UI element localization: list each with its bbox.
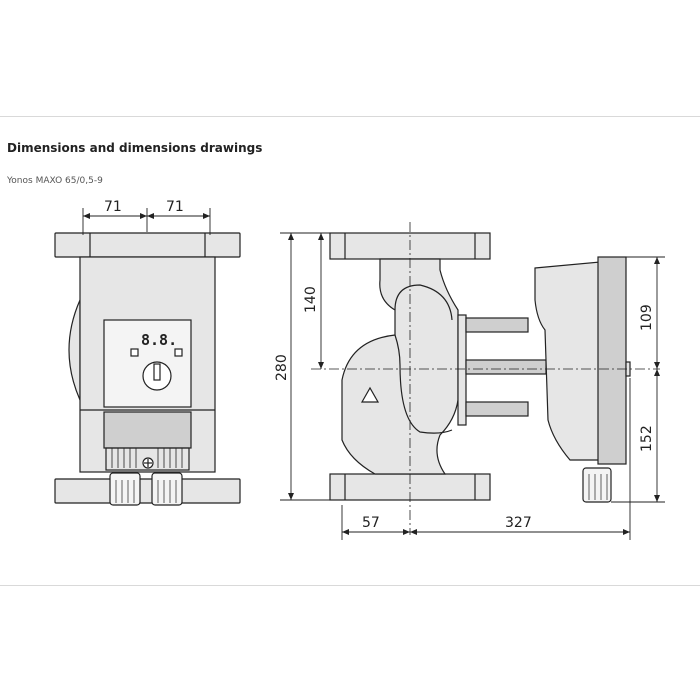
- bottom-divider: [0, 585, 700, 586]
- side-module-cover: [597, 256, 627, 465]
- top-divider: [0, 116, 700, 117]
- front-electronic-module: [103, 319, 192, 408]
- model-label: Yonos MAXO 65/0,5-9: [7, 176, 103, 186]
- dim-front-right: 71: [166, 199, 184, 215]
- side-bolt-top: [465, 317, 529, 333]
- side-housing-curve: [394, 284, 453, 321]
- side-flow-arrow: [360, 386, 380, 403]
- front-dimension-lines: [82, 208, 211, 235]
- front-top-flange: [54, 232, 241, 258]
- centerlines: [311, 222, 660, 535]
- led-right: [174, 348, 183, 357]
- side-dimension-lines: [280, 232, 665, 540]
- display-readout: 8.8.: [141, 331, 177, 349]
- front-cable-gland-right: [151, 472, 183, 506]
- side-bolt-bottom: [465, 401, 529, 417]
- side-coupling-plate: [457, 314, 467, 426]
- dim-motor-length: 327: [505, 515, 532, 531]
- side-bolt-mid: [465, 359, 547, 375]
- dim-side-upper: 140: [303, 286, 319, 313]
- front-cooling-fins: [111, 448, 183, 468]
- dim-motor-upper: 109: [639, 304, 655, 331]
- front-module-lower: [103, 411, 192, 449]
- dim-front-left: 71: [104, 199, 122, 215]
- side-view: [329, 232, 631, 503]
- led-left: [130, 348, 139, 357]
- front-view: [54, 232, 241, 506]
- side-motor-housing: [534, 261, 601, 461]
- front-cable-gland-left: [109, 472, 141, 506]
- front-motor-back: [68, 299, 81, 401]
- front-bottom-flange: [54, 478, 241, 504]
- page-title: Dimensions and dimensions drawings: [7, 141, 263, 155]
- dim-side-total-height: 280: [274, 354, 290, 381]
- side-cable-gland: [582, 467, 612, 503]
- dim-motor-lower: 152: [639, 425, 655, 452]
- dim-flange-offset: 57: [362, 515, 380, 531]
